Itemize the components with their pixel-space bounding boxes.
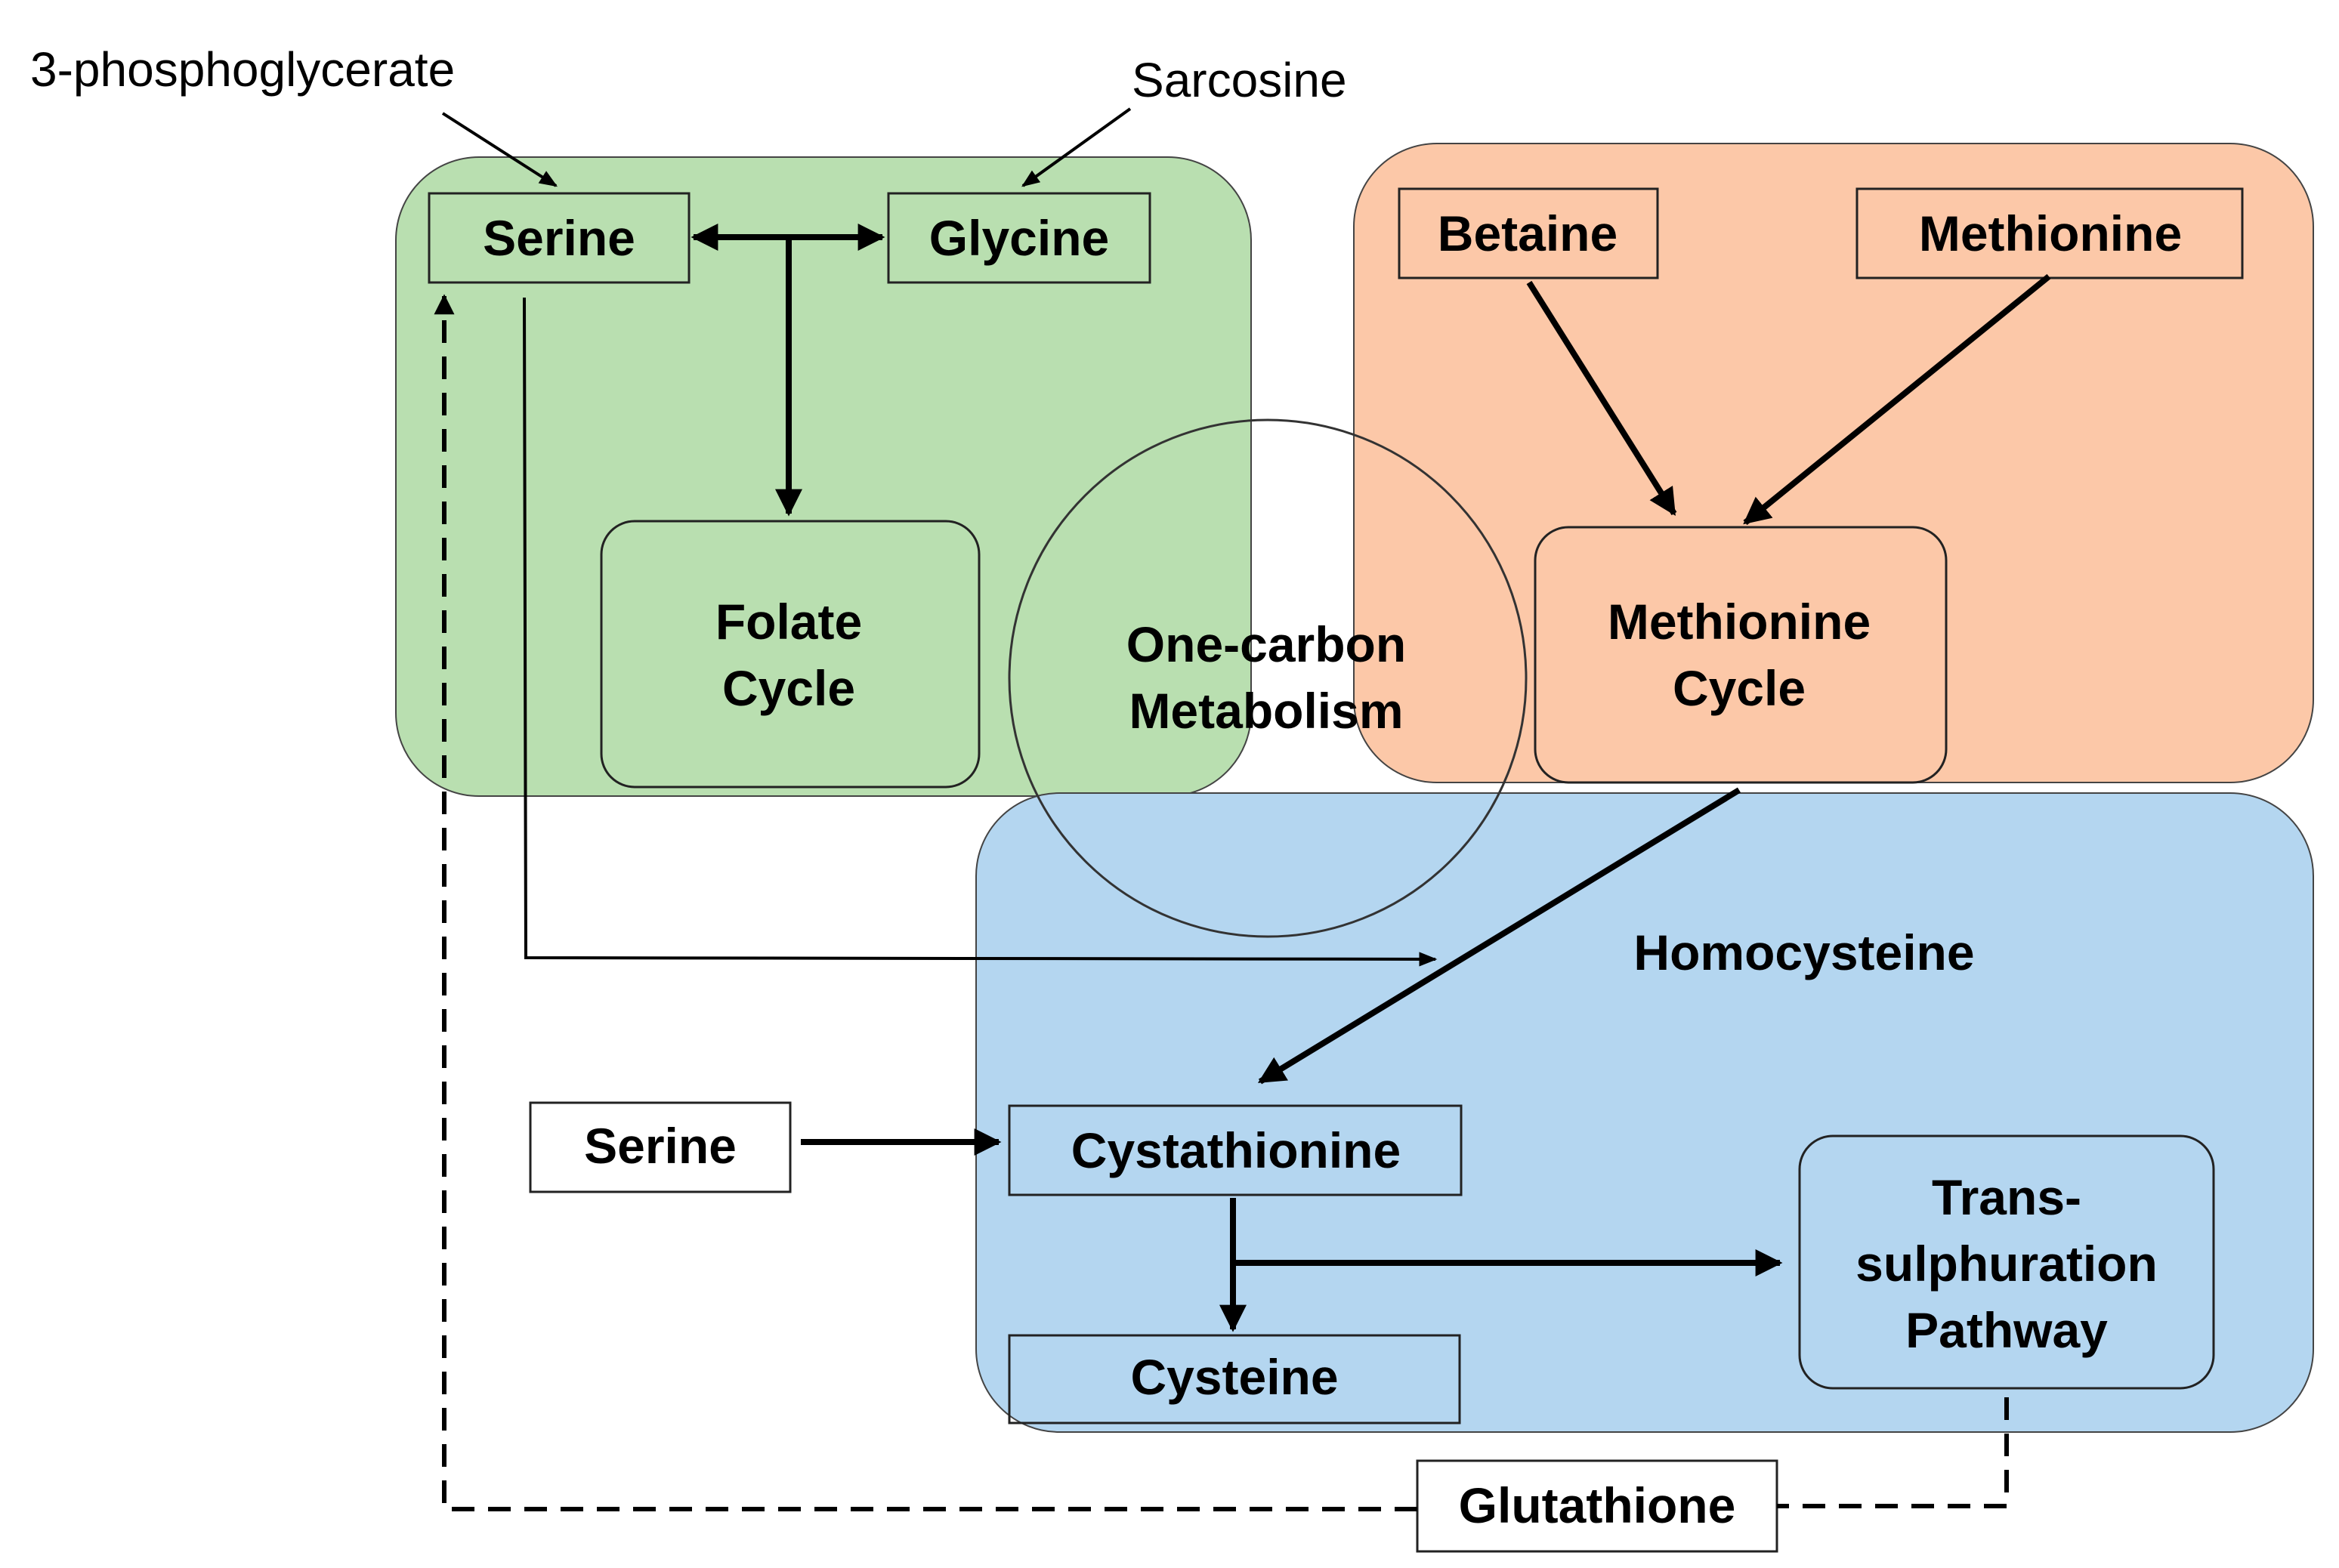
glutathione-dashed-right <box>1777 1397 2009 1508</box>
serine-homocysteine-arrow <box>523 297 1438 967</box>
serine-top-box <box>428 192 691 284</box>
transsulphuration-label-line3: Pathway <box>1905 1302 2108 1358</box>
methionine-cycle-label-line2: Cycle <box>1673 660 1806 716</box>
glutathione-label: Glutathione <box>1459 1477 1736 1533</box>
betaine-label: Betaine <box>1438 205 1618 261</box>
glycine-label: Glycine <box>929 210 1109 266</box>
transsulphuration-label-line1: Trans- <box>1932 1169 2081 1225</box>
glycine-box <box>887 192 1151 284</box>
transsulphuration-label-line2: sulphuration <box>1855 1236 2158 1292</box>
betaine-box <box>1398 187 1659 279</box>
phosphoglycerate-arrow <box>441 112 558 187</box>
sarcosine-arrow <box>1021 107 1132 187</box>
homocysteine-cystathionine-arrow <box>1257 787 1741 1085</box>
serine-top-label: Serine <box>483 210 635 266</box>
glutathione-box <box>1416 1459 1778 1553</box>
folate-cycle-label-line1: Folate <box>715 594 862 650</box>
homocysteine-label: Homocysteine <box>1633 924 1974 980</box>
transsulphuration-region <box>975 792 2314 1433</box>
folate-region <box>395 156 1252 797</box>
cystathionine-label: Cystathionine <box>1071 1122 1401 1178</box>
transsulphuration-box <box>1798 1134 2215 1390</box>
cystathionine-box <box>1008 1104 1463 1196</box>
folate-cycle-box <box>600 520 981 789</box>
methionine-cycle-box <box>1534 526 1948 784</box>
folate-cycle-label-line2: Cycle <box>722 660 855 716</box>
one-carbon-circle <box>1008 418 1528 938</box>
methionine-arrow <box>1743 273 2051 526</box>
methionine-label: Methionine <box>1919 205 2182 261</box>
cysteine-box <box>1008 1334 1461 1424</box>
one-carbon-label-line1: One-carbon <box>1126 616 1406 672</box>
betaine-arrow <box>1526 280 1677 517</box>
sarcosine-label: Sarcosine <box>1132 53 1347 107</box>
serine-bottom-box <box>529 1101 792 1193</box>
serine-bottom-label: Serine <box>584 1118 737 1174</box>
methionine-cycle-label-line1: Methionine <box>1608 594 1871 650</box>
one-carbon-label-line2: Metabolism <box>1129 683 1403 739</box>
glutathione-dashed-left <box>434 294 1417 1511</box>
cysteine-label: Cysteine <box>1130 1349 1338 1405</box>
phosphoglycerate-label: 3-phosphoglycerate <box>30 42 455 97</box>
